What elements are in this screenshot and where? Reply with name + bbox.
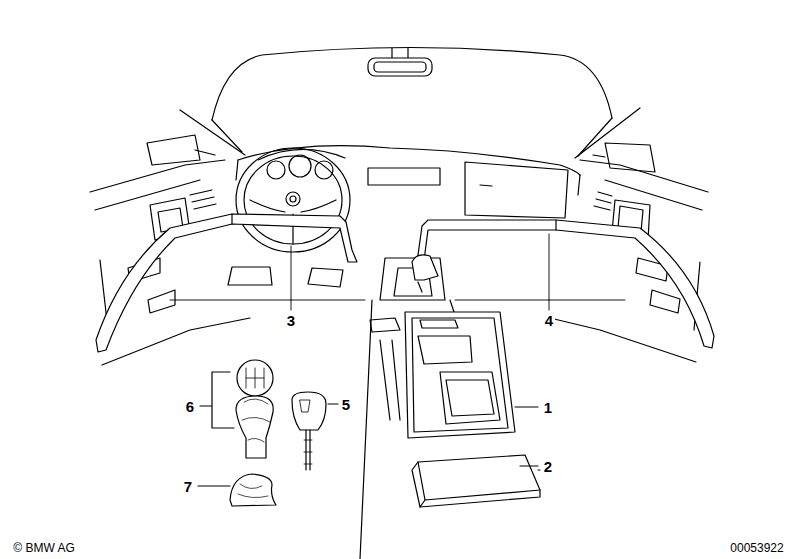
- diagram-number: 00053922: [728, 541, 785, 555]
- callout-number: 7: [182, 478, 194, 495]
- callout-number: 6: [184, 398, 196, 415]
- callout-number: 3: [285, 312, 297, 329]
- callout-number: 5: [340, 396, 352, 413]
- callout-number: 4: [543, 312, 555, 329]
- callout-number: 2: [542, 458, 554, 475]
- copyright-note: © BMW AG: [11, 541, 77, 555]
- callout-number: 1: [542, 399, 554, 416]
